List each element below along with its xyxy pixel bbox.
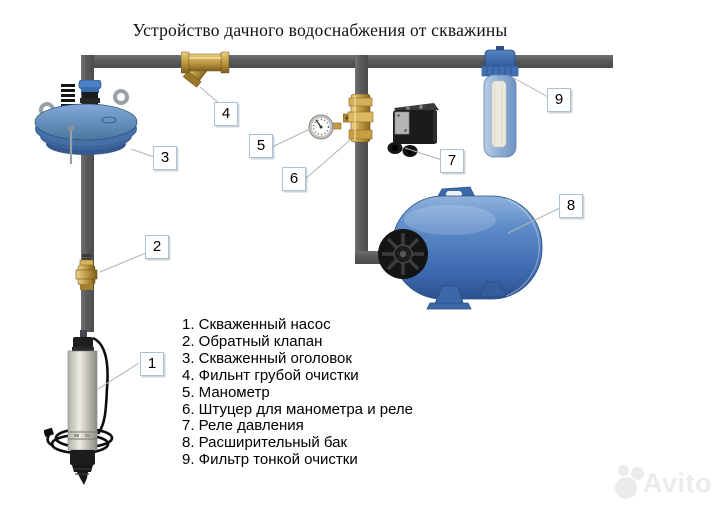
expansion-tank-illustration: [378, 186, 543, 310]
leader-line-2: [99, 252, 147, 273]
tank-flange-icon: [378, 229, 428, 279]
coarse-filter-illustration: [181, 51, 230, 88]
check-valve-illustration: [75, 254, 98, 290]
lifting-eyelet-icon: [113, 89, 129, 105]
marker-1: 1: [140, 352, 164, 376]
pipe-top-horizontal: [81, 55, 613, 68]
gauge-fitting-illustration: [343, 94, 374, 143]
relay-panel-icon: [394, 111, 410, 135]
marker-4: 4: [214, 102, 238, 126]
fine-filter-illustration: [481, 46, 519, 158]
diagram-title: Устройство дачного водоснабжения от сква…: [132, 20, 508, 40]
tank-leg-icon: [479, 281, 507, 297]
watermark-text: Avito: [643, 468, 712, 498]
marker-7: 7: [440, 149, 464, 173]
well-head-illustration: [34, 80, 138, 164]
legend-item-1: 1. Скваженный насос: [182, 316, 331, 333]
avito-logo-icon: [618, 465, 629, 476]
leader-line-6: [303, 139, 351, 181]
legend-item-3: 3. Скваженный оголовок: [182, 349, 352, 367]
plug-icon: [44, 427, 54, 438]
legend-item-4: 4. Фильнт грубой очистки: [182, 366, 359, 384]
pipe-branch-vertical: [355, 55, 368, 264]
legend-item-7: 7. Реле давления: [182, 417, 304, 435]
avito-logo-icon: [631, 467, 644, 480]
marker-9: 9: [547, 88, 571, 112]
well-pump-illustration: [44, 330, 114, 485]
legend: 1. Скваженный насос 2. Обратный клапан 3…: [182, 316, 414, 469]
avito-logo-icon: [615, 477, 637, 499]
marker-3: 3: [153, 146, 177, 170]
marker-2: 2: [145, 235, 169, 259]
filter-cartridge-icon: [491, 80, 507, 148]
marker-5: 5: [249, 134, 273, 158]
legend-item-9: 9. Фильтр тонкой очистки: [182, 451, 358, 469]
marker-8: 8: [559, 194, 583, 218]
legend-item-2: 2. Обратный клапан: [182, 332, 323, 350]
legend-item-5: 5. Манометр: [182, 383, 270, 401]
pressure-relay-illustration: [387, 103, 439, 157]
legend-item-6: 6. Штуцер для манометра и реле: [182, 400, 414, 418]
legend-item-8: 8. Расширительный бак: [182, 434, 348, 452]
pressure-gauge-illustration: [308, 114, 342, 140]
marker-6: 6: [282, 167, 306, 191]
